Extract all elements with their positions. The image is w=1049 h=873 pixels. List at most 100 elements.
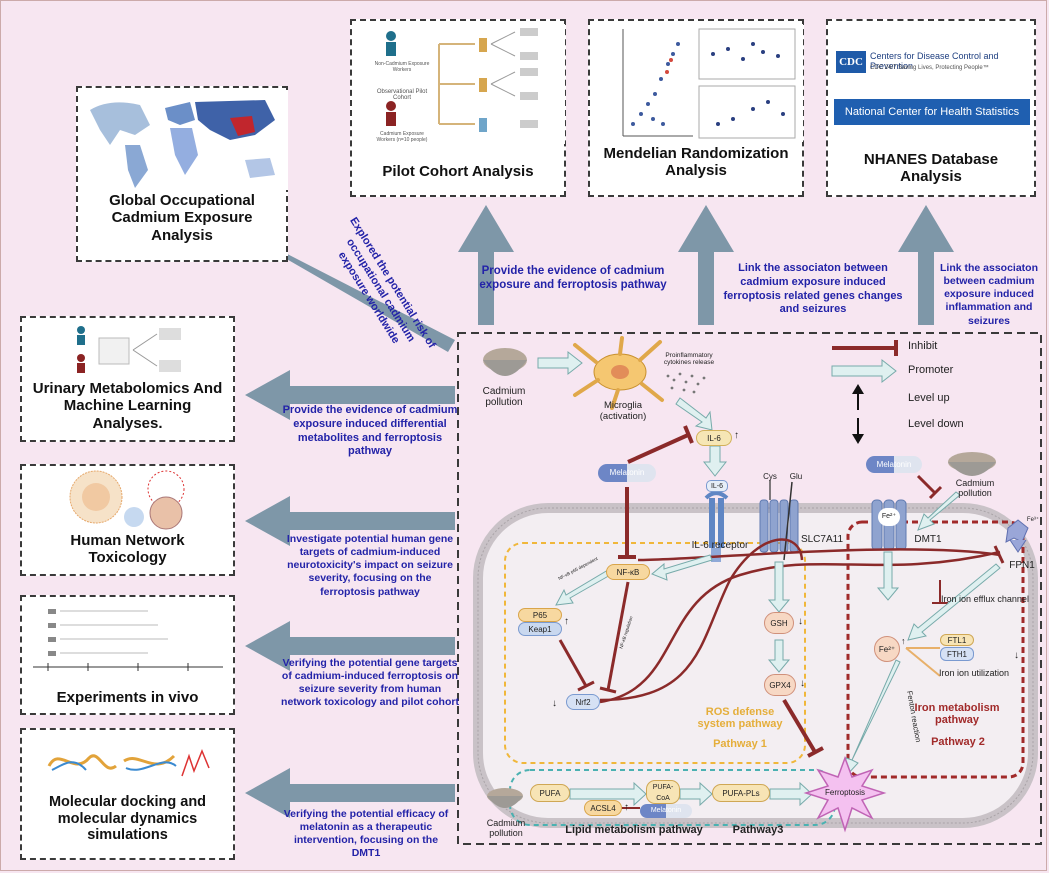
annotation-vivo: Verifying the potential gene targets of … [281,657,459,709]
il6-ligand: IL-6 [706,480,728,492]
legend-inhibit: Inhibit [908,340,938,352]
global-exposure-box: Global Occupational Cadmium Exposure Ana… [76,86,288,262]
il6-receptor-label: IL-6 receptor [691,540,749,551]
annotation-nhanes: Link the associaton between cadmium expo… [939,262,1039,327]
pilot-cohort-thumbnail [355,24,565,144]
annotation-docking: Verifying the potential efficacy of mela… [283,808,449,860]
mendelian-thumbnail [593,24,803,142]
melatonin-node-left: Melatonin [598,464,656,482]
cytokines-label: Proinflammatory cytokines release [663,352,715,366]
p65-up-indicator: ↑ [564,616,569,627]
lipid-pathway-label: Lipid metabolism pathway [565,824,703,836]
annotation-pilot: Provide the evidence of cadmium exposure… [479,265,667,292]
ftl-down-indicator: ↓ [1014,650,1019,661]
ftl1-node: FTL1 [940,634,974,646]
nfkb-node: NF-κB [606,564,650,580]
urinary-box: Urinary Metabolomics And Machine Learnin… [20,316,235,442]
nhanes-box: CDC Centers for Disease Control and Prev… [826,19,1036,197]
gsh-node: GSH [764,612,794,634]
arrow-to-urinary [245,370,455,420]
microglia-cell [573,336,664,410]
network-box: Human Network Toxicology [20,464,235,576]
pathway1-label: Pathway 1 [713,738,767,750]
annotation-mendelian: Link the associaton between cadmium expo… [723,262,903,316]
microglia-label: Microglia (activation) [599,400,647,422]
il6-receptor [704,491,729,562]
fe2-node-membrane: Fe²⁺ [878,508,900,526]
cadmium-pollution-right-label: Cadmium pollution [955,478,995,498]
annotation-network: Investigate potential human gene targets… [286,533,454,598]
pilot-thumb-label-3: Cadmium Exposure Workers (n=10 people) [376,131,428,143]
legend-promoter: Promoter [908,364,954,376]
network-thumbnail [64,469,194,531]
urinary-thumbnail [67,320,187,380]
docking-title: Molecular docking and molecular dynamics… [48,794,207,844]
fpn1-channel [1005,519,1029,553]
nchs-banner: National Center for Health Statistics [834,99,1030,125]
fe3-label: Fe³⁺ [1026,517,1040,523]
glu-label: Glu [789,472,803,481]
cadmium-pollution-bottom-label: Cadmium pollution [486,818,526,838]
pathway2-label: Pathway 2 [931,736,985,748]
arrow-to-docking [245,768,455,818]
keap1-node: Keap1 [518,622,562,636]
pilot-cohort-title: Pilot Cohort Analysis [382,163,534,180]
slc7a11-label: SLC7A11 [800,534,844,545]
global-exposure-title: Global Occupational Cadmium Exposure Ana… [109,192,255,244]
iron-efflux-label: Iron ion efflux channel [941,594,1029,604]
fe2-node-cytosol: Fe²⁺ [874,636,900,662]
legend-level-up: Level up [908,392,950,404]
arrow-to-network [245,496,455,546]
cdc-tagline: CDC 24/7 Saving Lives, Protecting People… [870,65,989,71]
acsl4-up-indicator: ↑ [624,802,629,813]
world-map-thumbnail [80,90,288,190]
melatonin-node-bottom: Melatonin [640,804,692,818]
il6-node: IL-6 [696,430,732,446]
pufa-coa-node: PUFA-CoA [646,780,680,804]
fe2-up-indicator: ↑ [901,636,906,646]
annotation-urinary: Provide the evidence of cadmium exposure… [282,404,458,458]
cdc-logo: CDC [836,51,866,73]
nhanes-title: NHANES Database Analysis [863,151,999,186]
p65-node: P65 [518,608,562,622]
mechanism-box [457,332,1042,845]
mendelian-title: Mendelian Randomization Analysis [603,145,789,180]
vivo-title: Experiments in vivo [56,689,199,706]
cadmium-pollution-label: Cadmium pollution [482,386,526,408]
pilot-thumb-label-2: Observational Pilot Cohort [376,89,428,101]
iron-utilization-label: Iron ion utilization [938,668,1010,678]
network-title: Human Network Toxicology [70,532,185,567]
pathway3-label: Pathway3 [732,824,784,836]
nrf2-node: Nrf2 [566,694,600,710]
acsl4-node: ACSL4 [584,800,622,816]
ferroptosis-star [803,755,887,833]
pilot-thumb-label-1: Non-Cadmium Exposure Workers [374,61,430,73]
melatonin-node-right: Melatonin [866,456,922,473]
vivo-thumbnail [28,601,228,679]
il6-up-indicator: ↑ [734,430,739,441]
ferroptosis-label: Ferroptosis [824,788,865,797]
vivo-box: Experiments in vivo [20,595,235,715]
docking-thumbnail [44,736,214,786]
mendelian-box: Mendelian Randomization Analysis [588,19,804,197]
arrow-to-global [200,200,455,352]
pilot-cohort-box: Non-Cadmium Exposure Workers Observation… [350,19,566,197]
legend-level-down: Level down [908,418,964,430]
fpn1-label: FPN1 [1009,560,1035,571]
dmt1-label: DMT1 [914,534,942,545]
nrf2-down-indicator: ↓ [552,698,557,709]
pufa-node: PUFA [530,784,570,802]
fth1-node: FTH1 [940,647,974,661]
arrow-to-nhanes [898,205,954,325]
urinary-title: Urinary Metabolomics And Machine Learnin… [32,380,223,432]
promoter-legend-arrow [831,358,897,384]
arrow-to-mendelian [678,205,734,325]
arrow-to-vivo [245,621,455,671]
gpx4-node: GPX4 [764,674,796,696]
cys-label: Cys [763,472,777,481]
cdc-name: Centers for Disease Control and Preventi… [870,51,999,71]
arrow-to-pilot [458,205,514,325]
gpx4-down-indicator: ↓ [800,678,805,689]
